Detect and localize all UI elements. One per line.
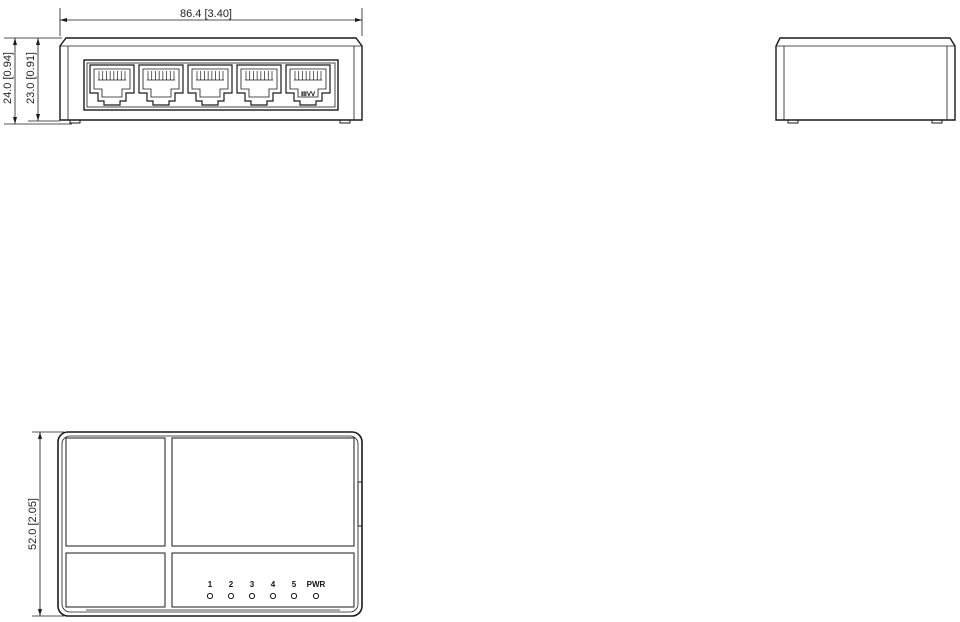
depth-dimension bbox=[32, 431, 64, 617]
led-label: PWR bbox=[307, 580, 326, 589]
led-label: 2 bbox=[229, 580, 234, 589]
side-clip bbox=[357, 481, 363, 527]
top-panel-lower-left bbox=[65, 552, 166, 608]
port-panel bbox=[83, 59, 339, 111]
height-dimension-body bbox=[28, 38, 60, 122]
front-foot-right bbox=[339, 119, 351, 124]
led-5: 5 bbox=[290, 580, 298, 600]
rj45-port-2 bbox=[138, 64, 184, 106]
width-dimension-label: 86.4 [3.40] bbox=[180, 8, 232, 20]
led-indicator bbox=[227, 592, 235, 600]
rj45-port-1 bbox=[89, 64, 135, 106]
led-indicator bbox=[269, 592, 277, 600]
front-housing-outline bbox=[59, 37, 363, 121]
height-body-label: 23.0 [0.91] bbox=[25, 52, 37, 104]
led-indicator bbox=[248, 592, 256, 600]
side-foot-left bbox=[787, 119, 799, 124]
led-indicator bbox=[290, 592, 298, 600]
led-indicators: 1 2 3 4 5 PWR bbox=[206, 580, 326, 600]
led-1: 1 bbox=[206, 580, 214, 600]
depth-dimension-label: 52.0 [2.05] bbox=[27, 498, 39, 550]
led-4: 4 bbox=[269, 580, 277, 600]
side-housing-outline bbox=[775, 37, 956, 121]
port5-marking: ⅡⅡⅤⅤ bbox=[301, 91, 316, 98]
led-indicator bbox=[312, 592, 320, 600]
led-label: 5 bbox=[292, 580, 297, 589]
top-panel-upper-right bbox=[171, 437, 355, 547]
led-label: 4 bbox=[271, 580, 276, 589]
top-view: 52.0 [2.05] 1 2 3 4 5 PWR bbox=[27, 431, 363, 617]
rj45-port-3 bbox=[187, 64, 233, 106]
height-dimension-total bbox=[4, 37, 72, 125]
led-label: 3 bbox=[250, 580, 255, 589]
height-total-label: 24.0 [0.94] bbox=[2, 52, 14, 104]
led-indicator bbox=[206, 592, 214, 600]
led-pwr: PWR bbox=[307, 580, 326, 600]
rj45-ports: ⅡⅡⅤⅤ bbox=[89, 64, 331, 106]
side-foot-right bbox=[931, 119, 943, 124]
width-dimension bbox=[59, 8, 363, 36]
led-3: 3 bbox=[248, 580, 256, 600]
led-label: 1 bbox=[208, 580, 213, 589]
side-view bbox=[775, 37, 956, 124]
front-view: 86.4 [3.40] 24.0 [0.94] 23.0 [0.91] bbox=[2, 8, 363, 125]
top-panel-upper-left bbox=[65, 437, 166, 547]
rj45-port-5: ⅡⅡⅤⅤ bbox=[285, 64, 331, 106]
rj45-port-4 bbox=[236, 64, 282, 106]
top-panel-lower-right bbox=[171, 552, 355, 608]
front-foot-left bbox=[69, 119, 81, 124]
led-2: 2 bbox=[227, 580, 235, 600]
